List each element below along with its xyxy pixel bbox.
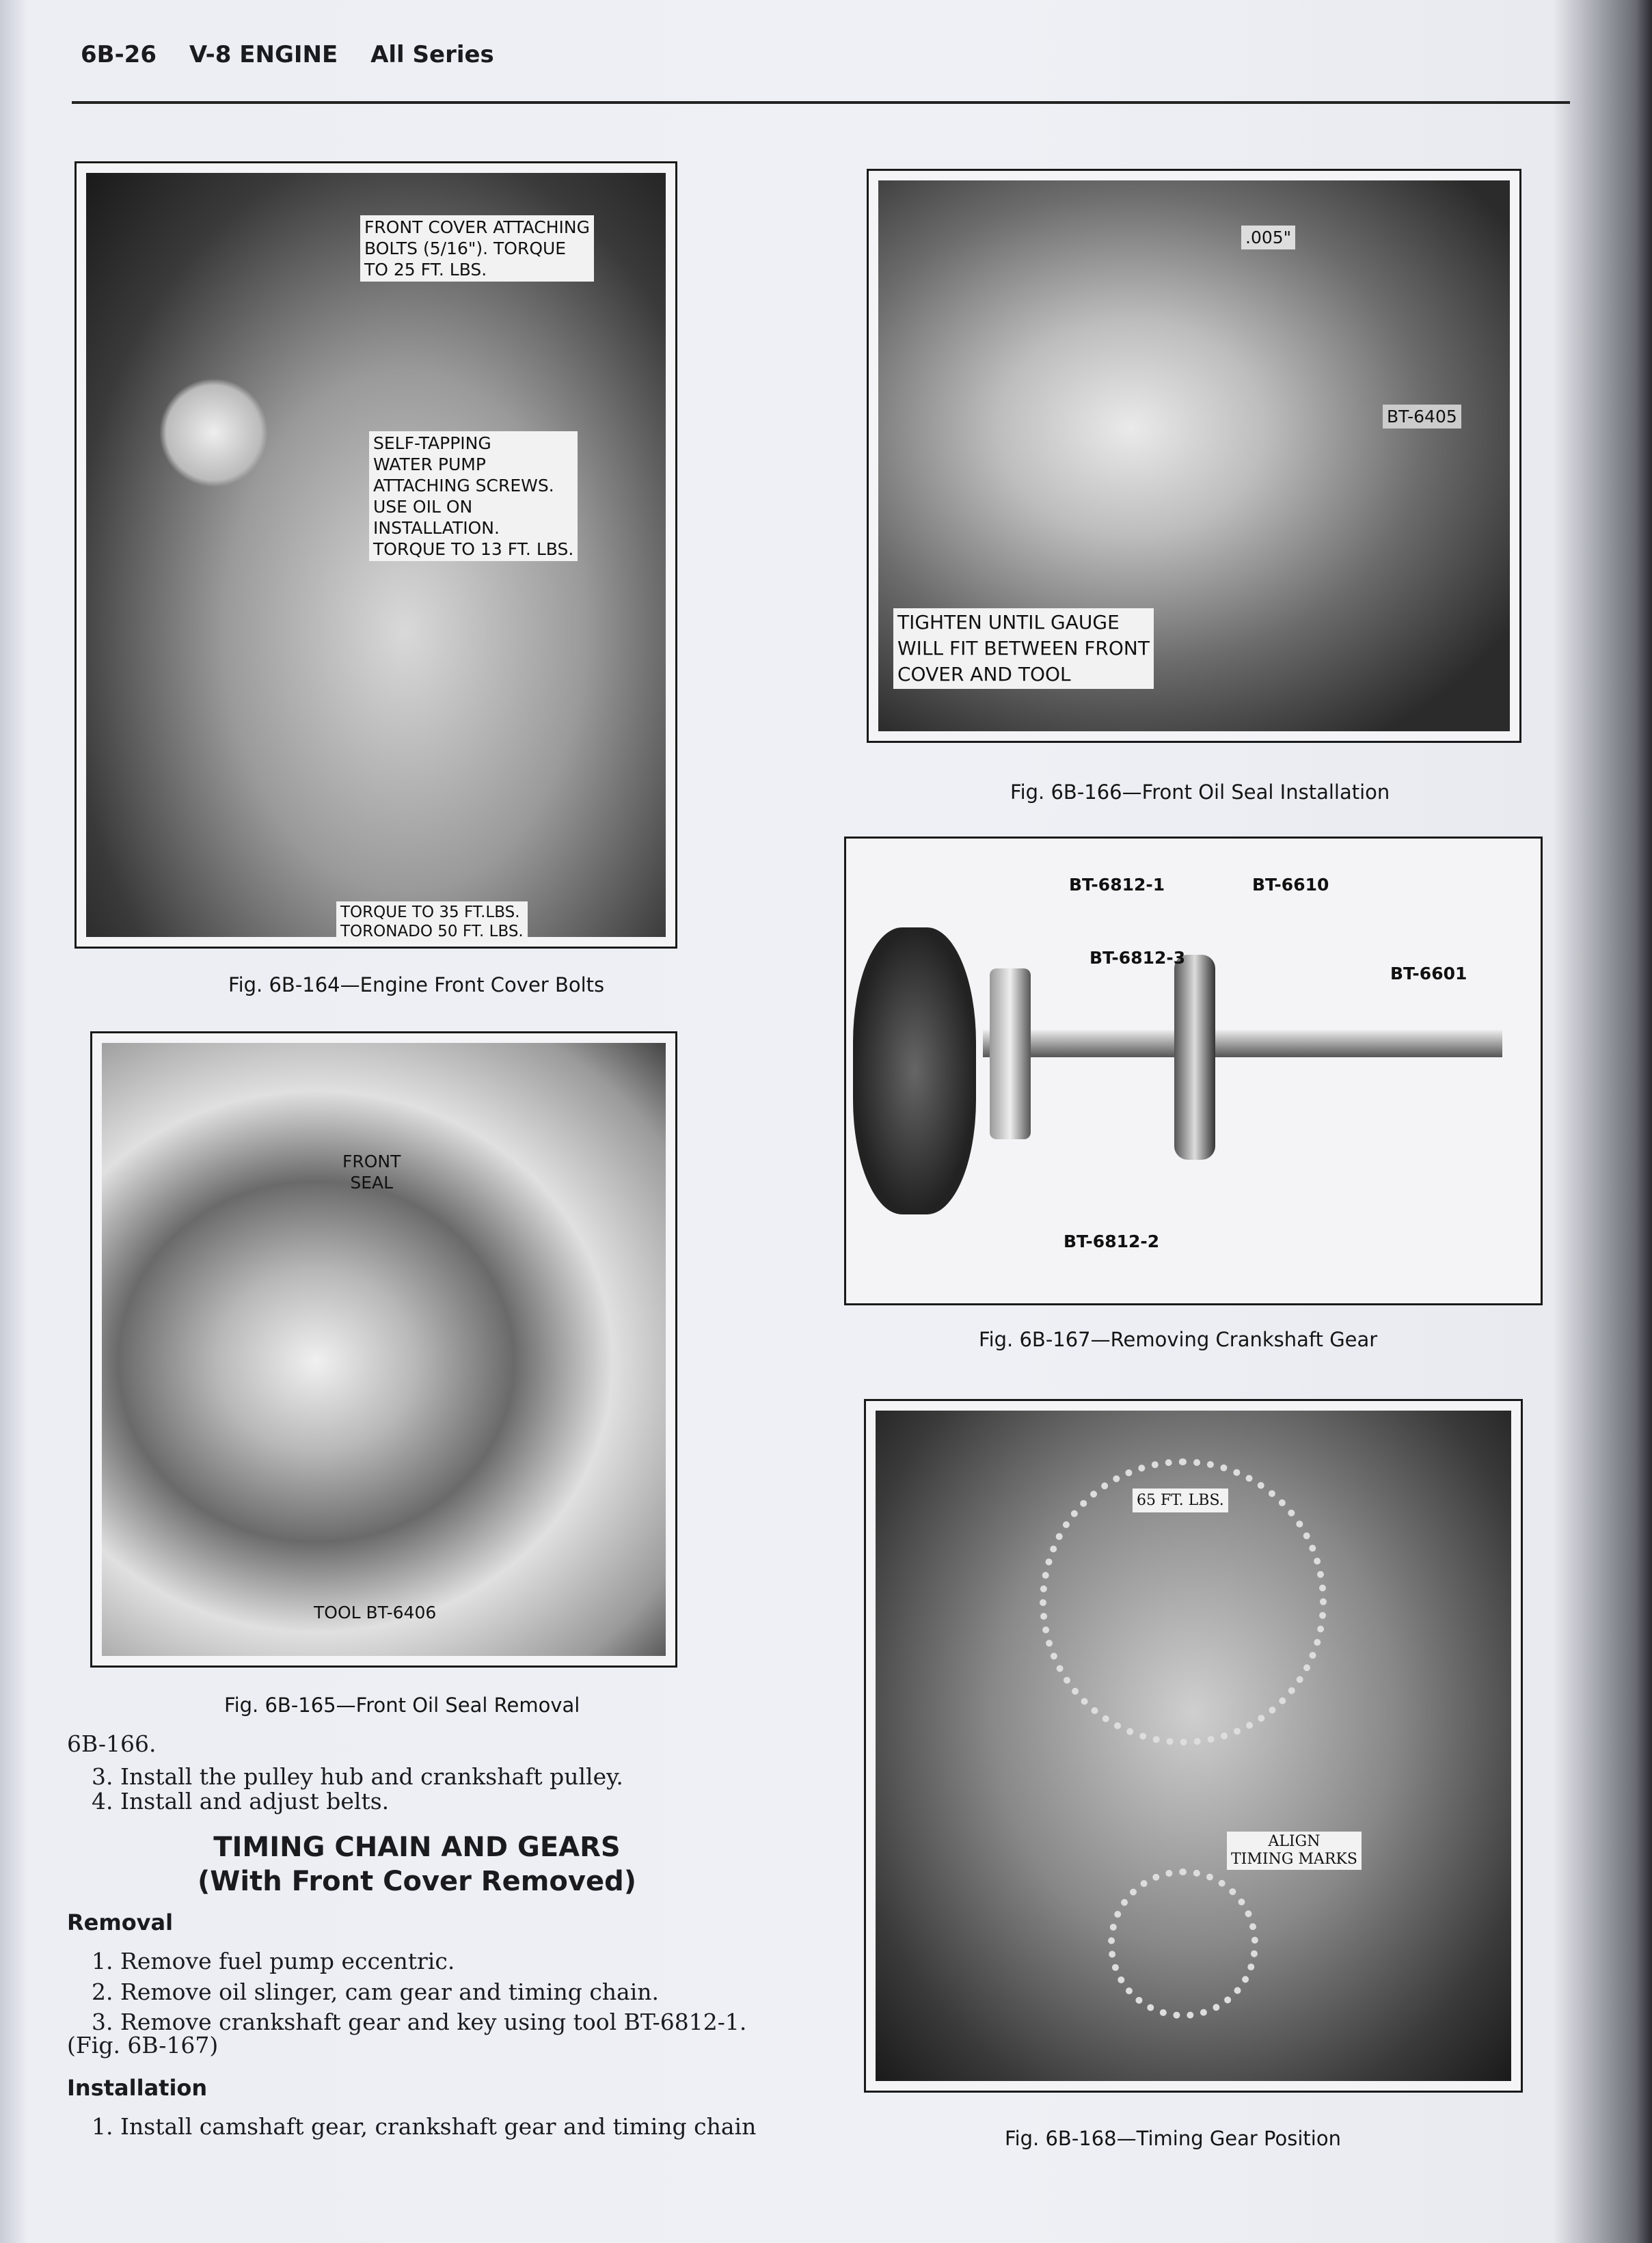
puller-bar-image <box>1174 955 1215 1160</box>
callout-bt-6601: BT-6601 <box>1390 964 1467 983</box>
callout-bt-6405: BT-6405 <box>1383 405 1461 429</box>
callout-bt-6812-1: BT-6812-1 <box>1069 875 1165 895</box>
step-install-pulley: 3. Install the pulley hub and crankshaft… <box>92 1763 623 1790</box>
camshaft-gear <box>1040 1458 1327 1745</box>
figure-6b-164: FRONT COVER ATTACHING BOLTS (5/16"). TOR… <box>75 161 677 949</box>
callout-front-cover-bolts: FRONT COVER ATTACHING BOLTS (5/16"). TOR… <box>360 215 594 282</box>
step-install-belts: 4. Install and adjust belts. <box>92 1788 390 1814</box>
callout-gauge-005: .005" <box>1241 226 1296 249</box>
callout-front-seal: FRONT SEAL <box>342 1152 401 1193</box>
crankshaft-image <box>853 927 976 1214</box>
callout-tighten-instructions: TIGHTEN UNTIL GAUGE WILL FIT BETWEEN FRO… <box>893 608 1154 689</box>
section-subheading: (With Front Cover Removed) <box>197 1866 637 1897</box>
section-title: V-8 ENGINE <box>189 41 338 68</box>
figure-6b-168: 65 FT. LBS. ALIGN TIMING MARKS <box>864 1399 1523 2093</box>
callout-torque-35: TORQUE TO 35 FT.LBS. TORONADO 50 FT. LBS… <box>336 901 528 942</box>
front-oil-seal-installation-photo <box>878 180 1510 731</box>
timing-gear-photo <box>876 1411 1511 2081</box>
callout-tool-bt-6406: TOOL BT-6406 <box>314 1603 437 1622</box>
front-oil-seal-removal-photo <box>102 1043 666 1656</box>
callout-water-pump-screws: SELF-TAPPING WATER PUMP ATTACHING SCREWS… <box>369 431 578 561</box>
installation-step-1: 1. Install camshaft gear, crankshaft gea… <box>92 2113 757 2140</box>
series-label: All Series <box>370 41 494 68</box>
removal-step-2: 2. Remove oil slinger, cam gear and timi… <box>92 1979 660 2005</box>
caption-fig-165: Fig. 6B-165—Front Oil Seal Removal <box>224 1694 580 1717</box>
figure-6b-166: .005" BT-6405 TIGHTEN UNTIL GAUGE WILL F… <box>867 169 1521 743</box>
figure-6b-167: BT-6812-1 BT-6610 BT-6812-3 BT-6601 BT-6… <box>844 837 1543 1305</box>
installation-heading: Installation <box>67 2075 208 2101</box>
callout-bt-6812-3: BT-6812-3 <box>1089 948 1186 968</box>
puller-plate-image <box>990 968 1031 1139</box>
removal-heading: Removal <box>67 1909 174 1935</box>
puller-screw-image <box>983 1030 1502 1057</box>
callout-bt-6812-2: BT-6812-2 <box>1064 1232 1160 1251</box>
figure-6b-165: FRONT SEAL TOOL BT-6406 <box>90 1031 677 1668</box>
caption-fig-164: Fig. 6B-164—Engine Front Cover Bolts <box>228 973 605 996</box>
header-rule <box>72 101 1570 104</box>
continued-reference: 6B-166. <box>67 1730 157 1757</box>
callout-65-ft-lbs: 65 FT. LBS. <box>1133 1488 1228 1512</box>
removal-step-3: 3. Remove crankshaft gear and key using … <box>92 2009 747 2035</box>
page-number: 6B-26 <box>81 41 157 68</box>
section-heading: TIMING CHAIN AND GEARS <box>213 1832 621 1863</box>
caption-fig-167: Fig. 6B-167—Removing Crankshaft Gear <box>979 1328 1378 1351</box>
caption-fig-166: Fig. 6B-166—Front Oil Seal Installation <box>1010 780 1390 804</box>
caption-fig-168: Fig. 6B-168—Timing Gear Position <box>1005 2127 1341 2150</box>
crankshaft-gear <box>1108 1868 1258 2019</box>
page-header: 6B-26 V-8 ENGINE All Series <box>81 41 519 68</box>
callout-bt-6610: BT-6610 <box>1252 875 1329 895</box>
removal-fig-reference: (Fig. 6B-167) <box>67 2032 219 2058</box>
callout-align-timing-marks: ALIGN TIMING MARKS <box>1227 1832 1362 1870</box>
removal-step-1: 1. Remove fuel pump eccentric. <box>92 1948 455 1974</box>
